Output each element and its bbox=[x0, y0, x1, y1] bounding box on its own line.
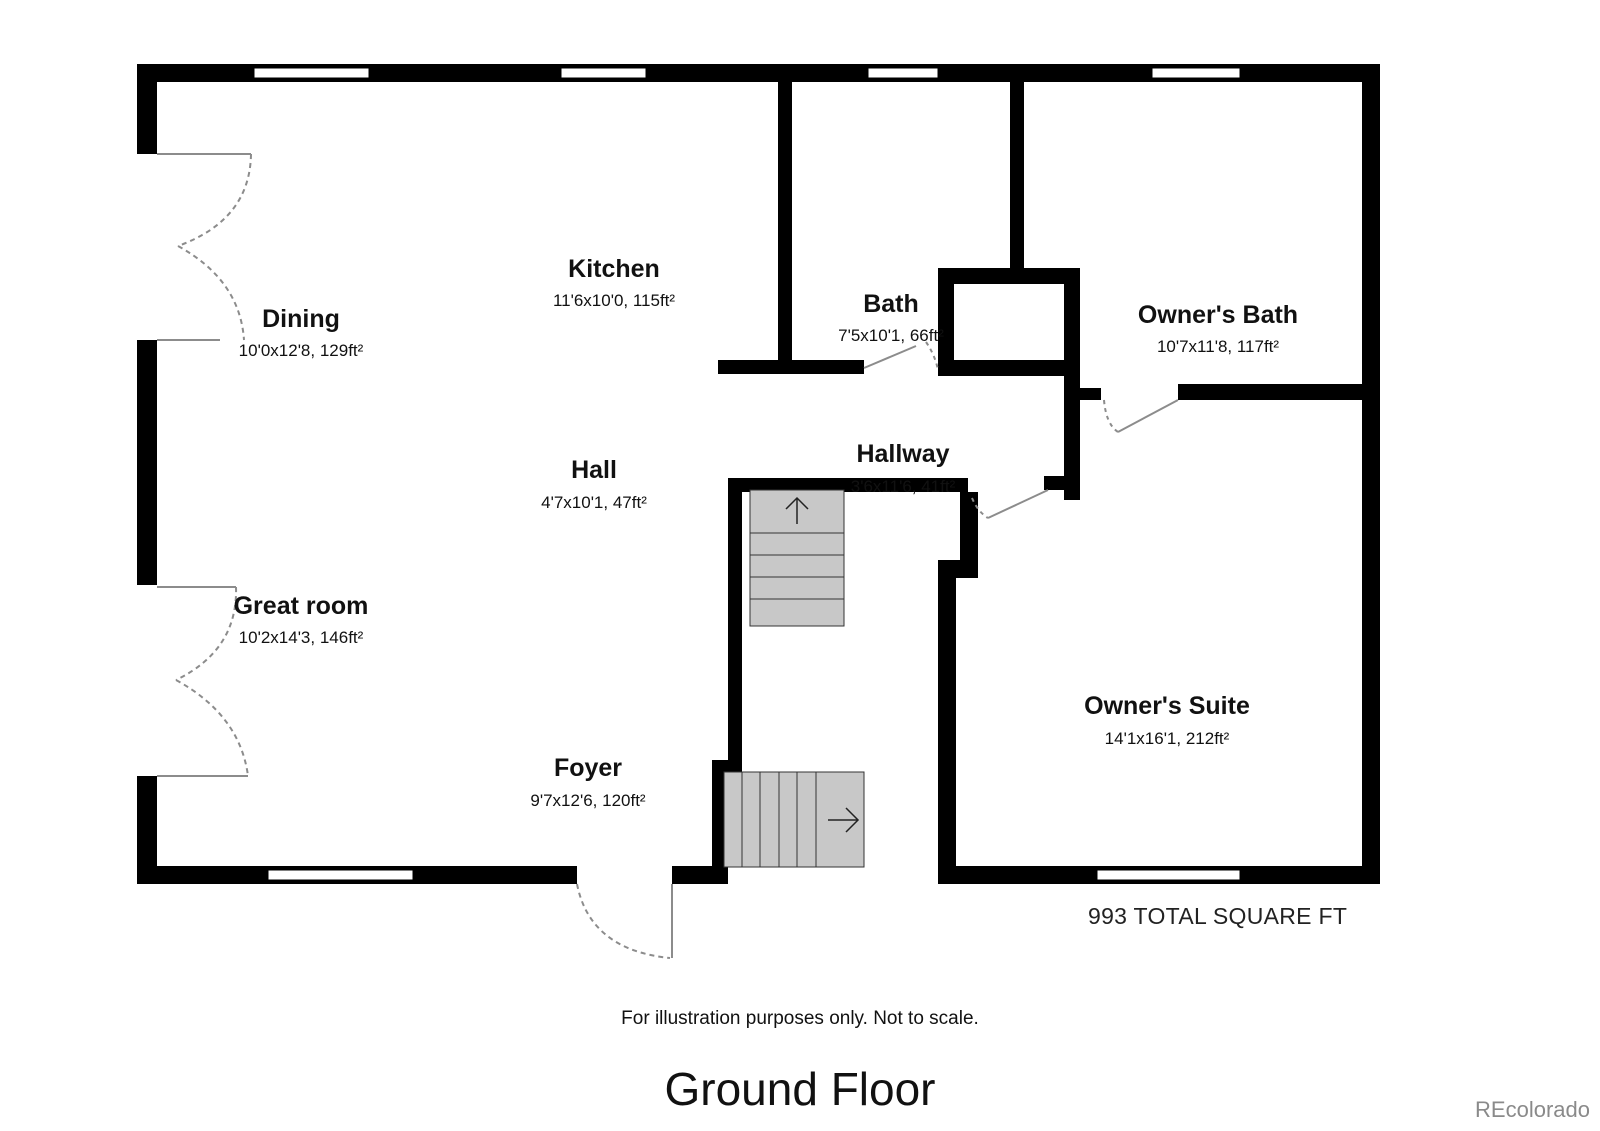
doors bbox=[157, 153, 1179, 959]
room-name-dining: Dining bbox=[262, 305, 340, 333]
room-name-hall: Hall bbox=[571, 456, 617, 484]
room-name-great-room: Great room bbox=[234, 592, 369, 620]
room-dims-kitchen: 11'6x10'0, 115ft² bbox=[553, 291, 675, 310]
room-dims-foyer: 9'7x12'6, 120ft² bbox=[530, 791, 646, 810]
room-dims-bath: 7'5x10'1, 66ft² bbox=[838, 326, 944, 345]
walls bbox=[137, 64, 1380, 884]
room-name-owners-suite: Owner's Suite bbox=[1084, 692, 1250, 720]
arrow-right-icon bbox=[828, 807, 860, 833]
room-name-hallway: Hallway bbox=[856, 440, 949, 468]
room-name-foyer: Foyer bbox=[554, 754, 622, 782]
disclaimer-text: For illustration purposes only. Not to s… bbox=[621, 1008, 979, 1029]
stairs-lower bbox=[723, 771, 865, 868]
arrow-up-icon bbox=[785, 496, 809, 524]
room-name-bath: Bath bbox=[863, 290, 919, 318]
room-name-kitchen: Kitchen bbox=[568, 255, 660, 283]
windows bbox=[253, 67, 1241, 881]
floor-title: Ground Floor bbox=[664, 1063, 936, 1115]
watermark-logo: REcolorado bbox=[1475, 1097, 1590, 1122]
room-dims-owners-bath: 10'7x11'8, 117ft² bbox=[1157, 337, 1279, 356]
room-labels: Kitchen 11'6x10'0, 115ft² Dining 10'0x12… bbox=[234, 255, 1298, 810]
stairs-upper bbox=[749, 489, 845, 627]
room-dims-hall: 4'7x10'1, 47ft² bbox=[541, 493, 647, 512]
room-dims-great-room: 10'2x14'3, 146ft² bbox=[239, 628, 364, 647]
total-area-label: 993 TOTAL SQUARE FT bbox=[1088, 903, 1348, 929]
room-dims-owners-suite: 14'1x16'1, 212ft² bbox=[1105, 729, 1230, 748]
room-dims-hallway: 3'6x11'6, 41ft² bbox=[851, 477, 956, 496]
room-name-owners-bath: Owner's Bath bbox=[1138, 301, 1298, 329]
room-dims-dining: 10'0x12'8, 129ft² bbox=[239, 341, 364, 360]
